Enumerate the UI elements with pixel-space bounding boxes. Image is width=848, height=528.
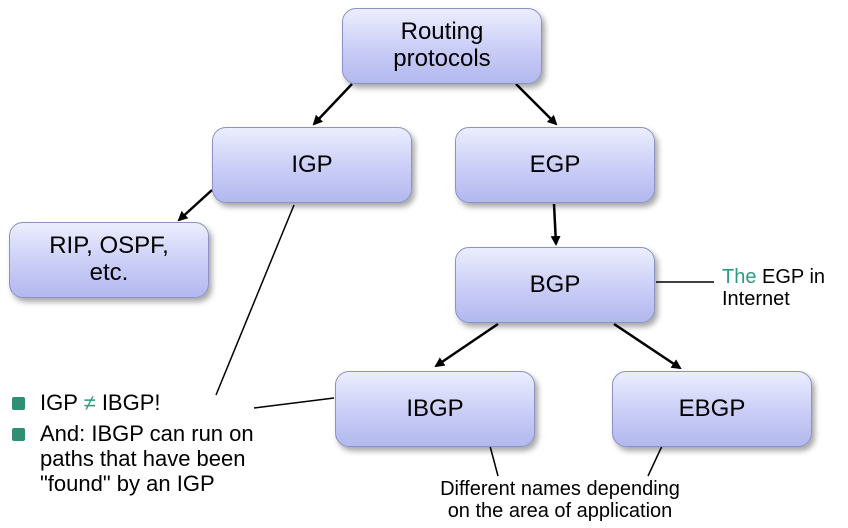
arrow-bgp-to-ibgp xyxy=(434,322,499,368)
node-routing-protocols: Routing protocols xyxy=(342,8,542,84)
bullet-list: IGP ≠ IBGP! And: IBGP can run on paths t… xyxy=(12,390,310,502)
node-igp: IGP xyxy=(212,127,412,203)
bullet-text-b: IBGP! xyxy=(95,390,161,415)
bgp-note-line1: EGP in xyxy=(756,266,826,288)
node-label: IBGP xyxy=(406,394,464,422)
node-label: BGP xyxy=(529,270,581,298)
line-ibgp-to-names xyxy=(489,445,499,477)
node-rip-ospf: RIP, OSPF, etc. xyxy=(9,222,209,298)
arrow-igp-to-rip xyxy=(177,189,213,222)
bgp-note-line2: Internet xyxy=(722,288,790,311)
names-note-line1: Different names depending xyxy=(440,478,680,500)
not-equal-symbol: ≠ xyxy=(83,390,96,415)
node-label: RIP, OSPF, etc. xyxy=(49,232,169,286)
node-egp: EGP xyxy=(455,127,655,203)
line-bullet-to-ibgp xyxy=(253,397,335,409)
arrow-routing-to-igp xyxy=(312,83,353,126)
node-label: EGP xyxy=(529,150,581,178)
arrow-bgp-to-ebgp xyxy=(613,322,682,370)
bullet-text: And: IBGP can run on paths that have bee… xyxy=(40,421,254,497)
node-label: EBGP xyxy=(678,394,746,422)
bgp-note-prefix: The xyxy=(722,266,757,288)
node-bgp: BGP xyxy=(455,247,655,323)
names-note-line2: on the area of application xyxy=(447,500,673,523)
bullet-square-icon xyxy=(12,397,25,410)
line-igp-to-bullet xyxy=(215,204,295,396)
node-ebgp: EBGP xyxy=(612,371,812,447)
bullet-item-ibgp-paths: And: IBGP can run on paths that have bee… xyxy=(12,421,310,496)
bgp-note: The EGP in Internet xyxy=(722,266,825,311)
names-note: Different names depending on the area of… xyxy=(410,478,710,523)
node-label: IGP xyxy=(291,150,333,178)
arrow-egp-to-bgp xyxy=(550,203,561,246)
bullet-text-a: IGP xyxy=(40,390,84,415)
bullet-square-icon xyxy=(12,428,25,442)
node-ibgp: IBGP xyxy=(335,371,535,447)
line-ebgp-to-names xyxy=(647,445,663,477)
bullet-item-igp-neq-ibgp: IGP ≠ IBGP! xyxy=(12,390,310,415)
arrow-routing-to-egp xyxy=(515,83,558,126)
node-label: Routing protocols xyxy=(393,18,491,72)
